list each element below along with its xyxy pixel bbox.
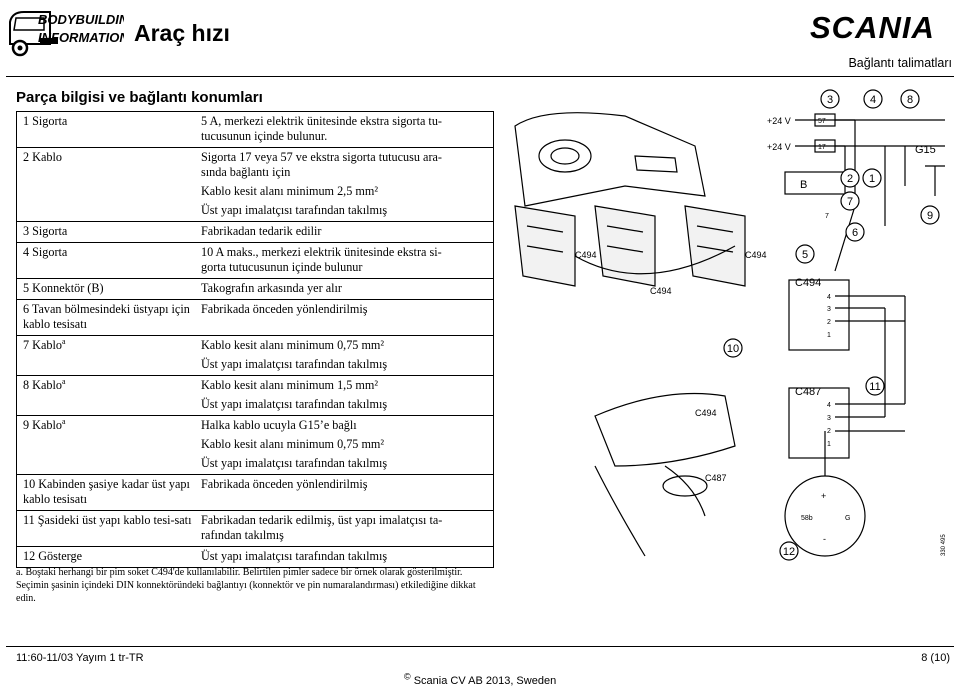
- wiring-diagram: C494 C494 C494 C494 C487 +24 V +24 V 57 …: [514, 89, 947, 561]
- part-name: 12 Gösterge: [16, 546, 195, 568]
- part-name: 8 Kabloa: [16, 375, 195, 416]
- footnote-a: a. Boştaki herhangi bir pim soket C494'd…: [16, 567, 476, 604]
- part-name: 9 Kabloa: [16, 415, 195, 475]
- part-description: Sigorta 17 veya 57 ve ekstra sigorta tut…: [195, 147, 494, 222]
- callout-12: 12: [783, 546, 795, 558]
- svg-text:1: 1: [827, 332, 831, 339]
- part-description: 10 A maks., merkezi elektrik ünitesinde …: [195, 242, 494, 279]
- callout-4: 4: [870, 94, 876, 106]
- svg-text:1: 1: [827, 441, 831, 448]
- part-description: Fabrikadan tedarik edilir: [195, 221, 494, 243]
- page-title: Araç hızı: [134, 20, 230, 46]
- table-row: 7 Kabloa Kablo kesit alanı minimum 0,75 …: [16, 335, 494, 376]
- connector-label-c494: C494: [695, 408, 717, 418]
- svg-text:2: 2: [827, 428, 831, 435]
- part-description: Takografın arkasında yer alır: [195, 278, 494, 300]
- table-row: 6 Tavan bölmesindeki üstyapı için kablo …: [16, 299, 494, 336]
- connector-label-c494: C494: [650, 286, 672, 296]
- callout-9: 9: [927, 210, 933, 222]
- connector-b-label: B: [800, 179, 807, 191]
- table-row: 4 Sigorta 10 A maks., merkezi elektrik ü…: [16, 242, 494, 279]
- connector-label-c487: C487: [705, 473, 727, 483]
- part-name: 5 Konnektör (B): [16, 278, 195, 300]
- svg-text:4: 4: [827, 294, 831, 301]
- page-number: 8 (10): [921, 652, 950, 664]
- section-title: Parça bilgisi ve bağlantı konumları: [16, 89, 263, 106]
- callout-2: 2: [847, 173, 853, 185]
- part-name: 1 Sigorta: [16, 111, 195, 148]
- callout-8: 8: [907, 94, 913, 106]
- part-description: 5 A, merkezi elektrik ünitesinde ekstra …: [195, 111, 494, 148]
- ground-g15-label: G15: [915, 144, 936, 156]
- part-name: 10 Kabinden şasiye kadar üst yapı kablo …: [16, 474, 195, 511]
- pin-7-label: 7: [825, 213, 829, 220]
- callout-6: 6: [852, 227, 858, 239]
- callout-7: 7: [847, 196, 853, 208]
- part-description: Fabrikada önceden yönlendirilmiş: [195, 474, 494, 511]
- part-name: 6 Tavan bölmesindeki üstyapı için kablo …: [16, 299, 195, 336]
- callout-11: 11: [869, 381, 880, 393]
- logo-line2: INFORMATION: [38, 30, 124, 45]
- connector-c487-label: C487: [795, 386, 821, 398]
- connector-label-c494: C494: [745, 250, 767, 260]
- copyright: © Scania CV AB 2013, Sweden: [404, 671, 557, 687]
- callout-3: 3: [827, 94, 833, 106]
- table-row: 10 Kabinden şasiye kadar üst yapı kablo …: [16, 474, 494, 511]
- fuse-57-label: 57: [818, 118, 826, 125]
- connector-label-c494: C494: [575, 250, 597, 260]
- table-row: 11 Şasideki üst yapı kablo tesi-satı Fab…: [16, 510, 494, 547]
- bodybuilding-information-logo: BODYBUILDING INFORMATION: [4, 4, 138, 60]
- document-id: 11:60-11/03 Yayım 1 tr-TR: [16, 652, 144, 664]
- part-description: Fabrikada önceden yönlendirilmiş: [195, 299, 494, 336]
- header-divider: [6, 76, 954, 77]
- svg-text:-: -: [823, 534, 826, 544]
- part-name: 11 Şasideki üst yapı kablo tesi-satı: [16, 510, 195, 547]
- fuse-17-label: 17: [818, 144, 826, 151]
- logo-line1: BODYBUILDING: [38, 12, 124, 27]
- table-row: 2 Kablo Sigorta 17 veya 57 ve ekstra sig…: [16, 147, 494, 222]
- figure-reference: 330 495: [941, 534, 947, 556]
- connector-c494-label: C494: [795, 277, 821, 289]
- svg-text:4: 4: [827, 402, 831, 409]
- gauge-58b-label: 58b: [801, 515, 813, 522]
- svg-text:3: 3: [827, 415, 831, 422]
- label-24v: +24 V: [767, 142, 791, 152]
- label-24v: +24 V: [767, 116, 791, 126]
- part-name: 7 Kabloa: [16, 335, 195, 376]
- part-description: Fabrikadan tedarik edilmiş, üst yapı ima…: [195, 510, 494, 547]
- table-row: 5 Konnektör (B) Takografın arkasında yer…: [16, 278, 494, 300]
- callout-1: 1: [869, 173, 875, 185]
- document-type: Bağlantı talimatları: [848, 56, 952, 70]
- table-row: 1 Sigorta 5 A, merkezi elektrik ünitesin…: [16, 111, 494, 148]
- part-description: Üst yapı imalatçısı tarafından takılmış: [195, 546, 494, 568]
- footnotes: a. Boştaki herhangi bir pim soket C494'd…: [16, 566, 486, 605]
- gauge-g-label: G: [845, 515, 850, 522]
- footer-divider: [6, 646, 954, 647]
- callout-5: 5: [802, 249, 808, 261]
- svg-text:2: 2: [827, 319, 831, 326]
- svg-text:+: +: [821, 491, 826, 501]
- table-row: 8 Kabloa Kablo kesit alanı minimum 1,5 m…: [16, 375, 494, 416]
- callout-10: 10: [727, 343, 739, 355]
- parts-table: 1 Sigorta 5 A, merkezi elektrik ünitesin…: [16, 111, 494, 568]
- table-row: 12 Gösterge Üst yapı imalatçısı tarafınd…: [16, 546, 494, 568]
- svg-text:3: 3: [827, 306, 831, 313]
- part-name: 4 Sigorta: [16, 242, 195, 279]
- part-name: 2 Kablo: [16, 147, 195, 222]
- part-name: 3 Sigorta: [16, 221, 195, 243]
- table-row: 3 Sigorta Fabrikadan tedarik edilir: [16, 221, 494, 243]
- scania-brand-logo: SCANIA: [810, 10, 935, 45]
